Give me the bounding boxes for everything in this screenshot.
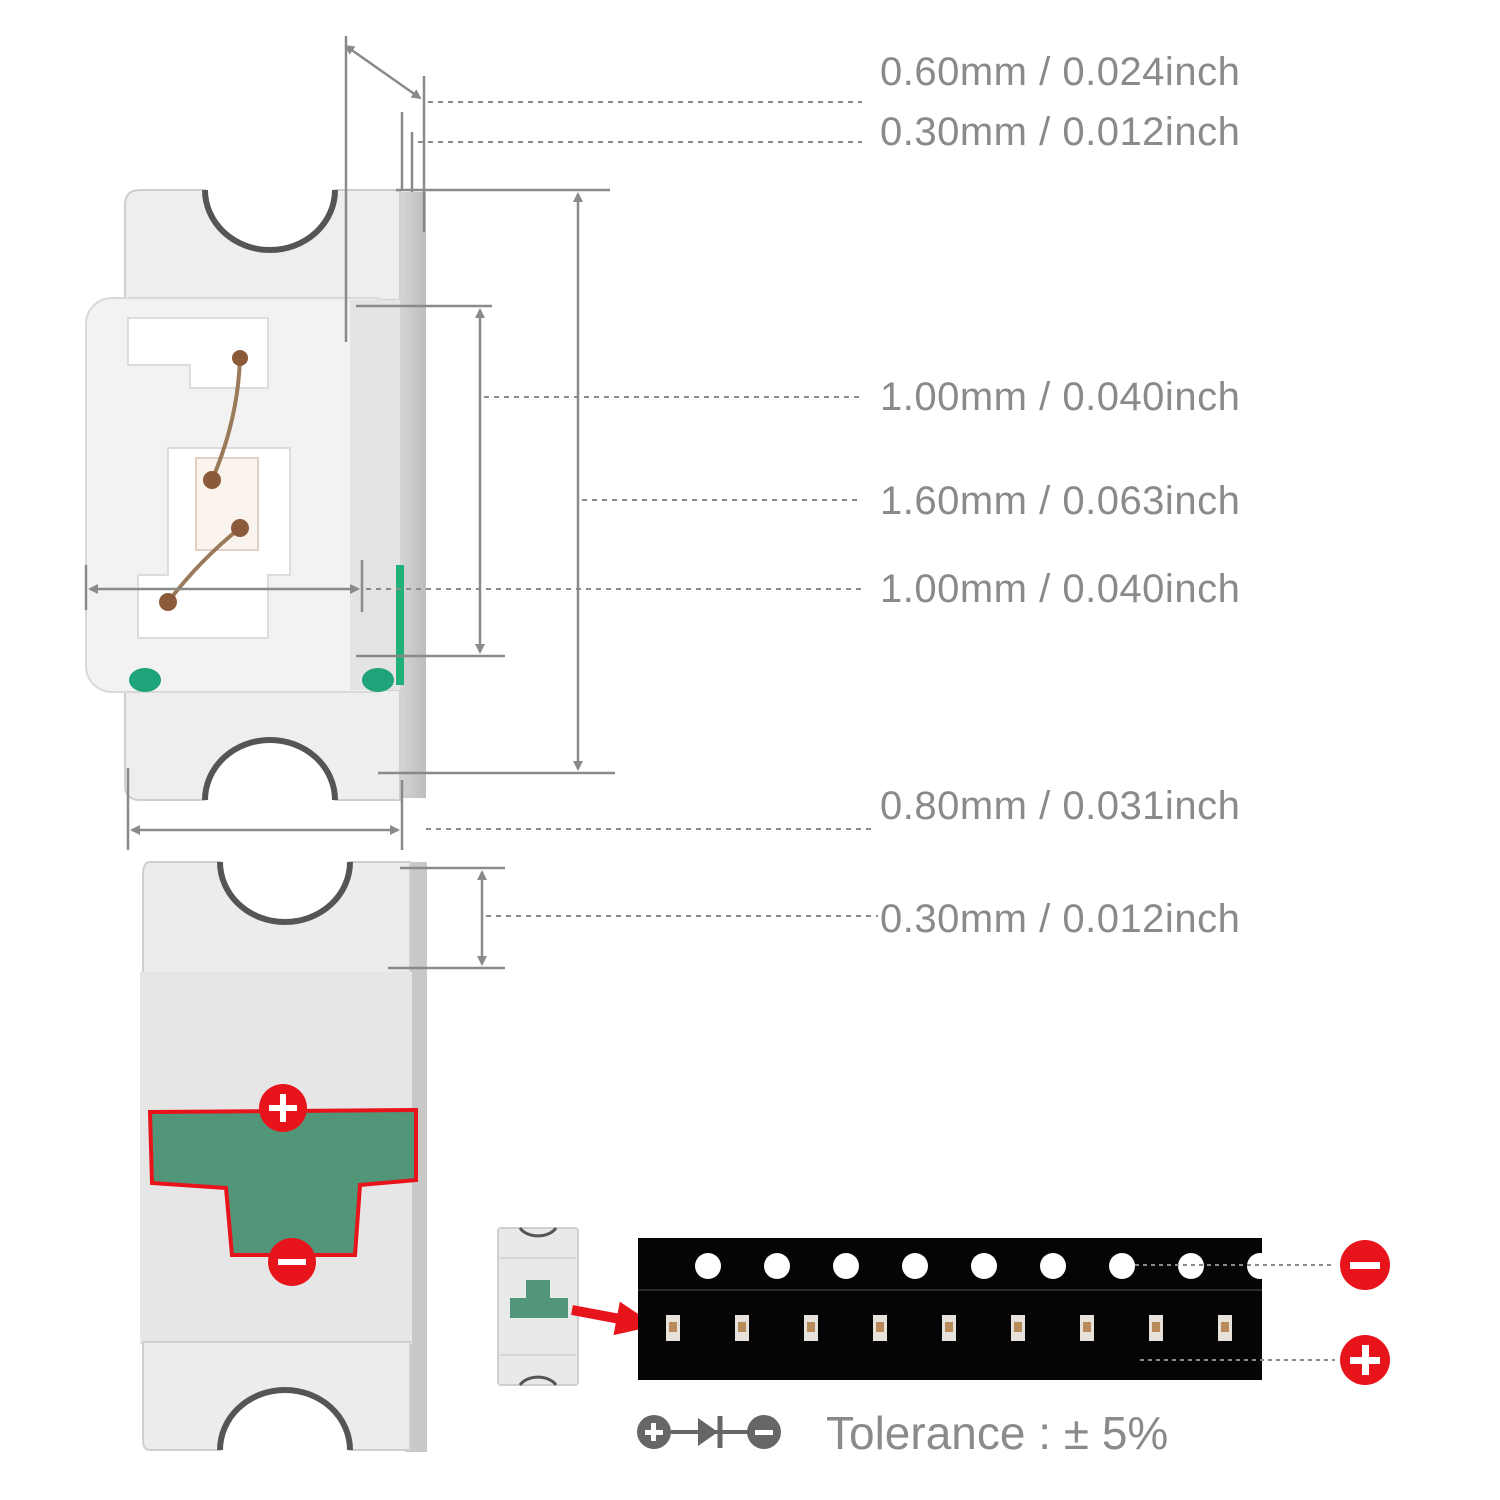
dimension-label-total-width: 0.80mm / 0.031inch [880, 784, 1241, 828]
tape-led-part [735, 1315, 749, 1341]
tape-led-part [804, 1315, 818, 1341]
tape-led-part [666, 1315, 680, 1341]
diode-symbol-icon [637, 1415, 781, 1449]
dimension-lines [84, 36, 615, 970]
minus-icon [268, 1238, 316, 1286]
sprocket-hole [1109, 1253, 1135, 1279]
dimension-label-pad-length: 0.30mm / 0.012inch [880, 897, 1241, 941]
dimension-label-lens-height: 1.00mm / 0.040inch [880, 375, 1241, 419]
sprocket-hole [1040, 1253, 1066, 1279]
leader-lines [366, 101, 878, 917]
dimension-label-total-length: 1.60mm / 0.063inch [880, 479, 1241, 523]
sprocket-hole [971, 1253, 997, 1279]
sprocket-hole [1247, 1253, 1273, 1279]
sprocket-hole [902, 1253, 928, 1279]
tape-led-part [1149, 1315, 1163, 1341]
tape-led-part [1011, 1315, 1025, 1341]
dimension-label-lead-width: 0.60mm / 0.024inch [880, 50, 1241, 94]
sprocket-hole [695, 1253, 721, 1279]
plus-icon [1340, 1335, 1390, 1385]
plus-icon [259, 1084, 307, 1132]
tolerance-label: Tolerance : ± 5% [826, 1407, 1169, 1459]
tape-led-part [1080, 1315, 1094, 1341]
led-top-view [85, 189, 426, 801]
led-small-view [497, 1227, 579, 1386]
minus-icon [1340, 1240, 1390, 1290]
sprocket-hole [764, 1253, 790, 1279]
tape-led-part [1218, 1315, 1232, 1341]
led-bottom-view [140, 861, 427, 1452]
sprocket-hole [833, 1253, 859, 1279]
tape-led-part [942, 1315, 956, 1341]
dimension-label-lens-width: 1.00mm / 0.040inch [880, 567, 1241, 611]
led-tape-reel [638, 1238, 1342, 1380]
dimension-label-side-offset: 0.30mm / 0.012inch [880, 110, 1241, 154]
tape-led-part [873, 1315, 887, 1341]
